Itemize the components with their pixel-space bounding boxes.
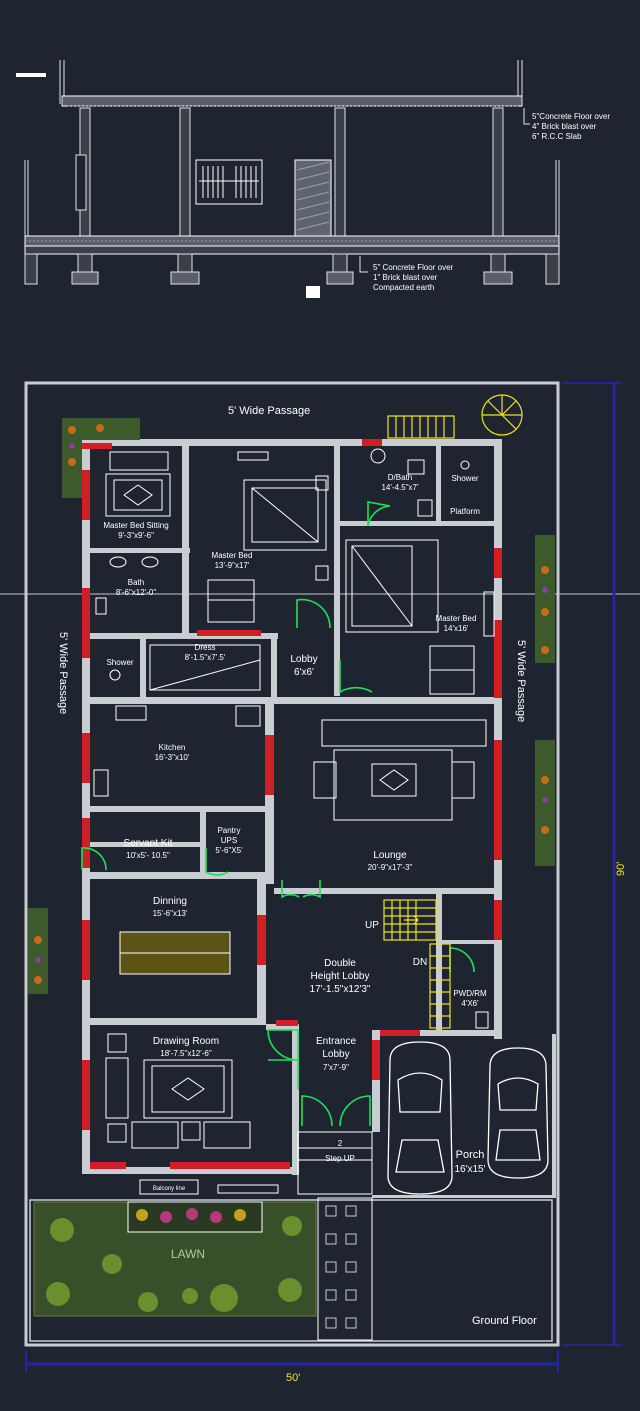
bath-size: 8'-6"x12'-0" — [116, 588, 156, 597]
double-height-name: Double — [324, 958, 356, 969]
entrance-lobby-name: Entrance — [316, 1036, 356, 1047]
dbath-size: 14'-4.5"x7' — [381, 483, 419, 492]
porch-name: Porch — [456, 1149, 485, 1161]
master-bed-1-size: 13'-9"x17' — [215, 561, 250, 570]
pwd-size: 4'X6' — [461, 999, 479, 1008]
step-label: Step UP — [325, 1154, 355, 1163]
drawing-room-size: 18'-7.5"x12'-6" — [160, 1049, 212, 1058]
dinning-size: 15'-6"x13' — [153, 909, 188, 918]
top-passage-label: 5' Wide Passage — [228, 405, 310, 417]
lounge-size: 20'-9"x17'-3" — [368, 863, 413, 872]
room-labels: Master Bed Sitting 9'-3"x9'-6" Master Be… — [103, 473, 487, 1261]
roof-note-line-2: 4" Brick blast over — [532, 122, 597, 131]
section-floor-note: 5" Concrete Floor over 1" Brick blast ov… — [373, 263, 454, 292]
lobby-size: 6'x6' — [294, 667, 314, 678]
floor-note-line-2: 1" Brick blast over — [373, 273, 438, 282]
bath-name: Bath — [128, 578, 144, 587]
furniture — [93, 448, 495, 1195]
lounge-name: Lounge — [373, 850, 407, 861]
master-bed-sitting-name: Master Bed Sitting — [103, 521, 168, 530]
dress-size: 8'-1.5"x7'.5' — [185, 653, 226, 662]
step-count: 2 — [338, 1139, 343, 1148]
servant-kit-name: Servant Kit — [124, 838, 173, 849]
pwd-name: PWD/RM — [453, 989, 487, 998]
dinning-name: Dinning — [153, 896, 187, 907]
double-height-size: 17'-1.5"x12'3" — [310, 984, 371, 995]
shower-left-name: Shower — [106, 658, 133, 667]
drawing-room-name: Drawing Room — [153, 1036, 219, 1047]
double-height-name-2: Height Lobby — [311, 971, 370, 982]
balcony-line-label: Balcony line — [153, 1186, 186, 1192]
plot-boundary — [24, 381, 560, 1347]
lawn-label: LAWN — [171, 1247, 205, 1261]
shower-top-name: Shower — [451, 474, 478, 483]
porch-size: 16'x15' — [454, 1164, 485, 1175]
master-bed-1-name: Master Bed — [212, 551, 253, 560]
width-dimension-label: 50' — [286, 1372, 300, 1384]
master-bed-2-name: Master Bed — [436, 614, 477, 623]
left-passage-label: 5' Wide Passage — [57, 632, 69, 714]
depth-dimension-label: 90' — [615, 862, 627, 876]
roof-note-line-1: 5"Concrete Floor over — [532, 112, 610, 121]
doors — [81, 501, 475, 1127]
floor-note-line-1: 5" Concrete Floor over — [373, 263, 454, 272]
stair-down-label: DN — [413, 957, 427, 968]
building-section — [16, 60, 560, 298]
entrance-lobby-name-2: Lobby — [322, 1049, 349, 1060]
pantry-size: 5'-6"X5' — [215, 846, 243, 855]
floor-note-line-3: Compacted earth — [373, 283, 434, 292]
accent-walls — [82, 439, 502, 1169]
pantry-sub: UPS — [221, 836, 237, 845]
front-yard-outline — [29, 1199, 553, 1342]
dress-name: Dress — [195, 643, 216, 652]
lobby-name: Lobby — [290, 654, 317, 665]
interior-walls — [82, 439, 556, 1198]
master-bed-2-size: 14'x16' — [444, 624, 469, 633]
dimension-depth: 90' — [562, 382, 627, 1346]
planters — [28, 418, 555, 994]
kitchen-size: 16'-3"x10' — [155, 753, 190, 762]
kitchen-name: Kitchen — [159, 743, 186, 752]
master-bed-sitting-size: 9'-3"x9'-6" — [118, 531, 154, 540]
passage-labels: 5' Wide Passage 5' Wide Passage 5' Wide … — [57, 405, 527, 722]
dbath-name: D/Bath — [388, 473, 412, 482]
section-roof-note: 5"Concrete Floor over 4" Brick blast ove… — [532, 112, 610, 141]
servant-kit-size: 10'x5'- 10.5" — [126, 851, 170, 860]
entrance-lobby-size: 7'x7'-9" — [323, 1063, 349, 1072]
pantry-name: Pantry — [217, 826, 240, 835]
plan-title: Ground Floor — [472, 1315, 537, 1327]
right-passage-label: 5' Wide Passage — [515, 640, 527, 722]
dimension-width: 50' — [25, 1350, 559, 1384]
roof-note-line-3: 6" R.C.C Slab — [532, 132, 582, 141]
staircases — [383, 394, 523, 1029]
platform-name: Platform — [450, 507, 480, 516]
lawn-area — [33, 1197, 373, 1341]
porch-cars — [387, 1041, 549, 1195]
stair-up-label: UP — [365, 920, 379, 931]
